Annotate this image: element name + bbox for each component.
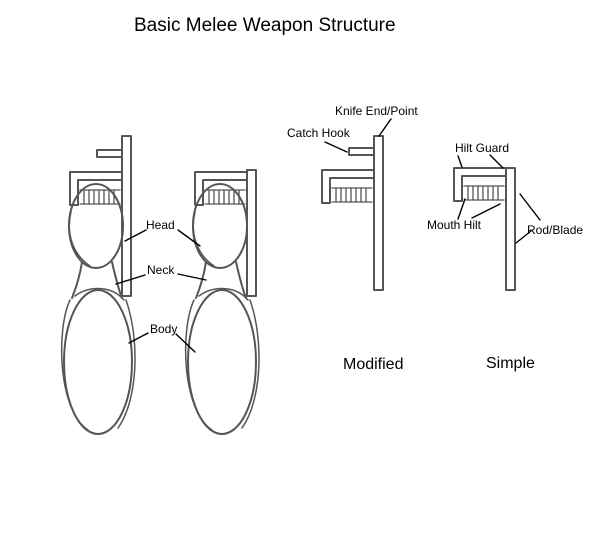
leader-lines — [115, 118, 541, 353]
neck-leader-1 — [115, 274, 146, 285]
hilt-guard-label: Hilt Guard — [455, 141, 510, 155]
diagram-title: Basic Melee Weapon Structure — [134, 15, 396, 36]
head-leader-2 — [177, 229, 201, 247]
simple-weapon-sketch — [453, 167, 516, 291]
modified-knife-end-shape — [348, 147, 375, 156]
simple-rod-shape — [505, 167, 516, 291]
mouth-hilt-label: Mouth Hilt — [427, 218, 482, 232]
knife-end-shape — [96, 149, 123, 158]
hilt-guard-leader-2 — [489, 154, 504, 169]
modified-weapon-sketch — [321, 135, 384, 291]
head-shape-2 — [192, 183, 248, 269]
rod-blade-leader-1 — [519, 193, 541, 221]
modified-caption: Modified — [343, 356, 404, 373]
modified-mouth-hilt-shape — [331, 187, 373, 203]
catch-hook-leader — [324, 141, 348, 153]
head-leader-1 — [124, 229, 147, 242]
neck-label: Neck — [147, 263, 175, 277]
modified-rod-shape — [373, 135, 384, 291]
simple-mouth-hilt-shape — [463, 185, 505, 201]
mouth-hilt-leader-2 — [471, 203, 501, 219]
body-leader-2 — [175, 333, 196, 353]
knife-end-label: Knife End/Point — [335, 104, 418, 118]
hilt-guard-shape-2 — [194, 171, 248, 206]
hilt-guard-leader-1 — [457, 155, 463, 168]
rod-shape-2 — [246, 169, 257, 297]
knife-end-leader — [378, 118, 392, 137]
rod-blade-label: Rod/Blade — [527, 223, 584, 237]
body-label: Body — [150, 322, 178, 336]
mouth-hilt-shape — [79, 189, 121, 205]
head-label: Head — [146, 218, 175, 232]
mouth-hilt-leader-1 — [457, 198, 466, 220]
rod-shape — [121, 135, 132, 297]
full-weapon-sketch-2 — [184, 169, 260, 435]
neck-leader-2 — [177, 273, 207, 281]
rod-blade-leader-2 — [515, 230, 532, 244]
head-shape — [68, 183, 124, 269]
neck-shape-2 — [195, 261, 247, 299]
hilt-guard-shape — [69, 171, 123, 206]
full-weapon-sketch-1 — [60, 135, 136, 435]
body-shape — [63, 289, 133, 435]
modified-hilt-guard-shape — [321, 169, 375, 204]
neck-shape — [71, 261, 123, 299]
catch-hook-label: Catch Hook — [287, 126, 350, 140]
simple-caption: Simple — [486, 355, 535, 372]
simple-hilt-guard-shape — [453, 167, 507, 202]
body-shape-2 — [187, 289, 257, 435]
body-leader-1 — [128, 332, 149, 344]
